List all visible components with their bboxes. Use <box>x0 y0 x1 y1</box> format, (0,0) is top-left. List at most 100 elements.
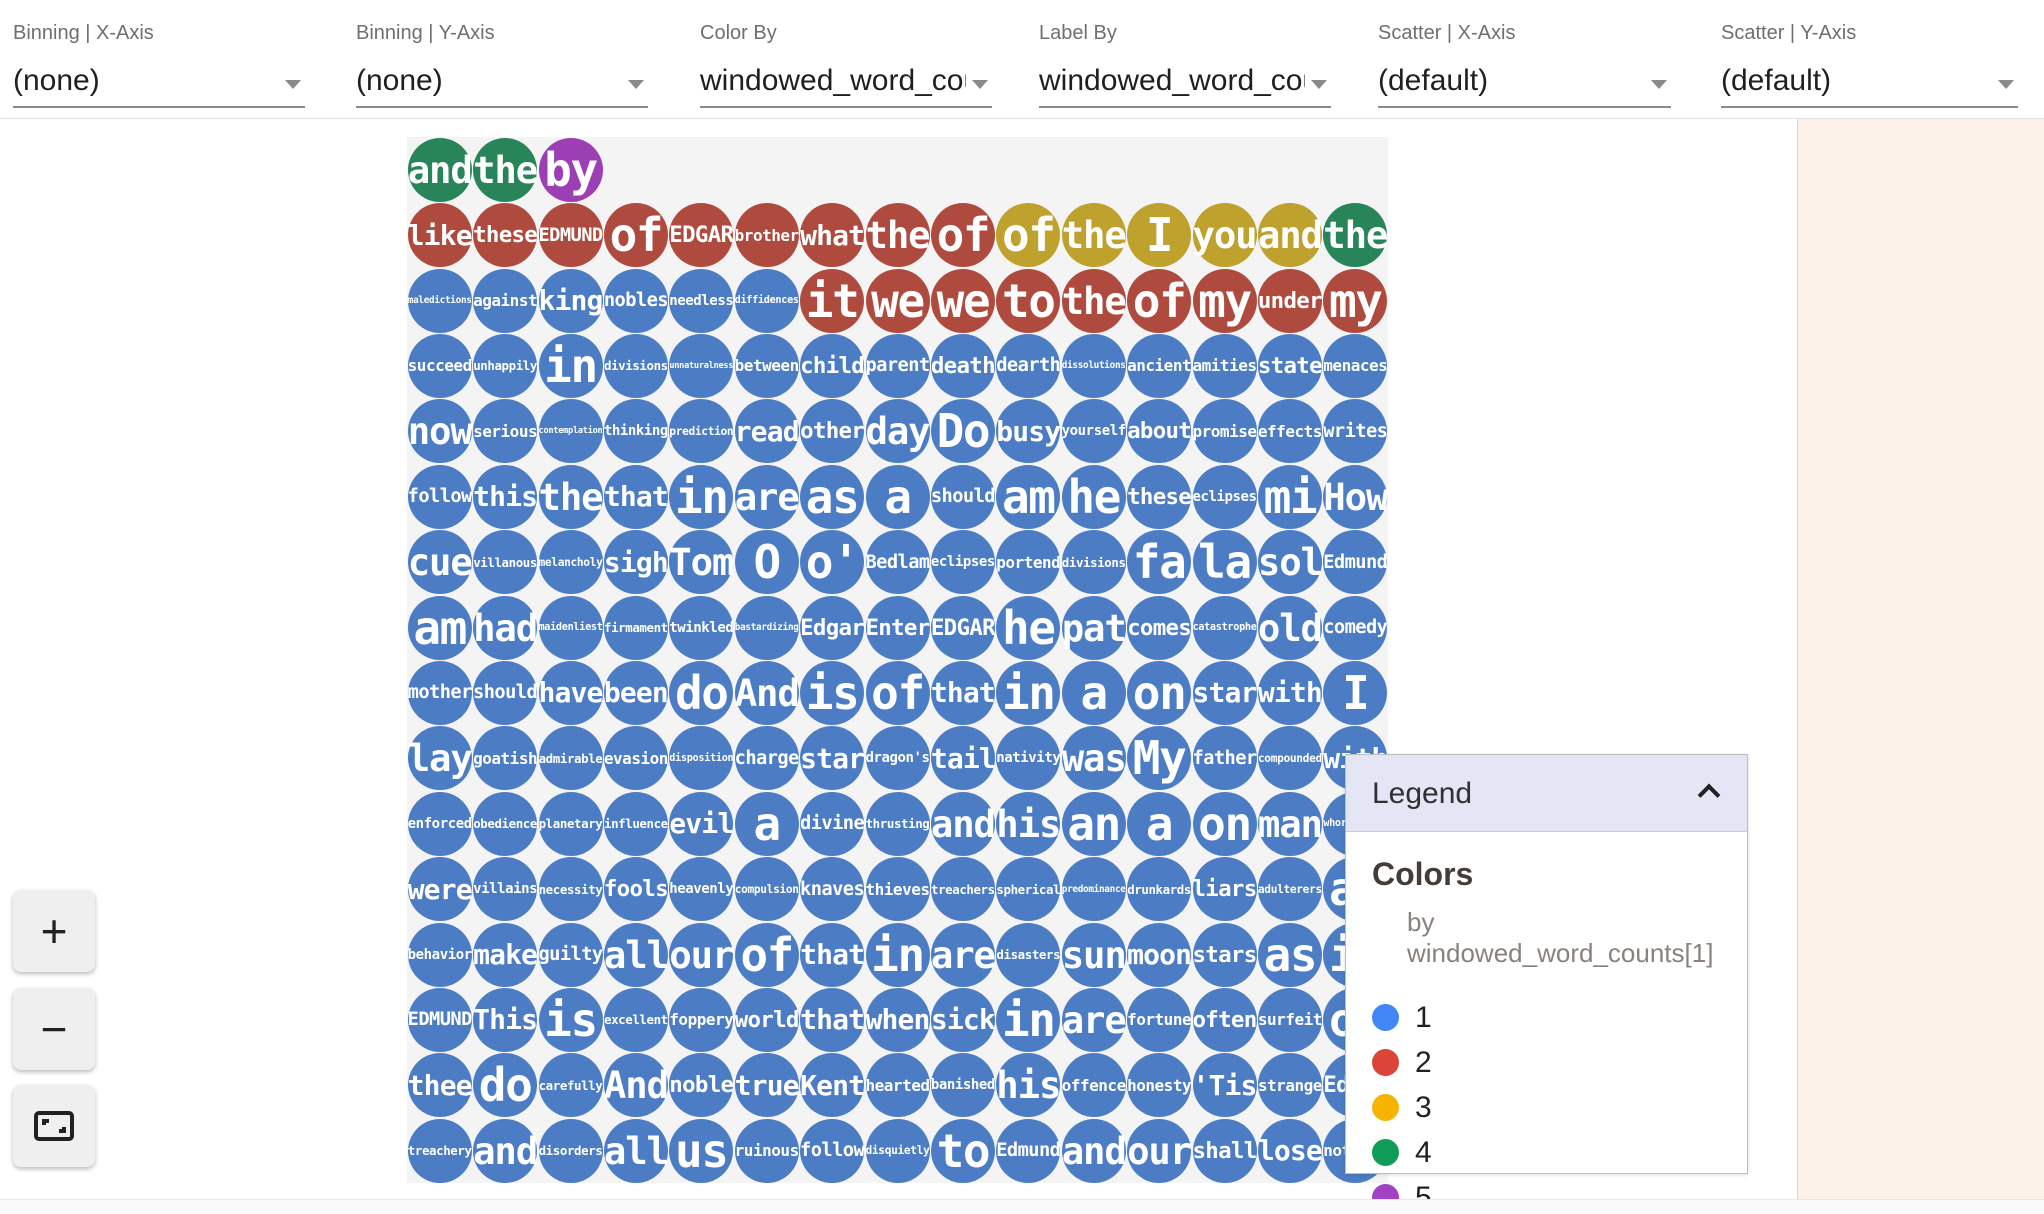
word-circle[interactable]: have <box>538 660 603 725</box>
word-circle[interactable]: sun <box>1061 922 1127 987</box>
word-circle[interactable]: comes <box>1127 595 1192 660</box>
word-circle[interactable]: charge <box>735 726 799 791</box>
word-circle[interactable]: knaves <box>800 857 865 922</box>
word-circle[interactable]: noble <box>669 1053 734 1118</box>
word-circle[interactable]: prediction <box>669 399 734 464</box>
word-circle[interactable]: on <box>1127 660 1192 725</box>
word-circle[interactable]: had <box>473 595 538 660</box>
word-circle[interactable]: am <box>996 464 1061 529</box>
word-circle[interactable]: diffidences <box>735 268 799 333</box>
word-circle[interactable]: of <box>734 922 799 987</box>
word-circle[interactable]: with <box>1258 660 1323 725</box>
word-circle[interactable]: This <box>473 987 538 1052</box>
word-circle[interactable]: thinking <box>604 399 668 464</box>
word-circle[interactable]: fortune <box>1127 987 1192 1052</box>
word-circle[interactable]: death <box>931 333 996 398</box>
word-circle[interactable]: drunkards <box>1127 857 1191 922</box>
word-circle[interactable]: eclipses <box>1192 464 1257 529</box>
word-circle[interactable]: the <box>538 464 604 529</box>
word-circle[interactable]: stars <box>1192 922 1257 987</box>
word-circle[interactable]: goatish <box>473 726 538 791</box>
word-circle[interactable]: he <box>1061 464 1126 529</box>
word-circle[interactable]: this <box>473 464 538 529</box>
word-circle[interactable]: firmament <box>603 595 668 660</box>
word-circle[interactable]: my <box>1323 268 1388 333</box>
word-circle[interactable]: like <box>408 203 473 268</box>
word-circle[interactable]: are <box>734 464 800 529</box>
word-circle[interactable]: influence <box>603 791 668 856</box>
word-circle[interactable]: that <box>604 464 669 529</box>
word-circle[interactable]: adulterers <box>1257 857 1322 922</box>
word-circle[interactable]: on <box>1192 791 1257 856</box>
word-circle[interactable]: Edmund <box>996 1118 1061 1183</box>
word-circle[interactable]: were <box>408 857 473 922</box>
word-circle[interactable]: is <box>538 987 603 1052</box>
word-circle[interactable]: our <box>1127 1118 1192 1183</box>
word-circle[interactable]: he <box>996 595 1061 660</box>
word-circle[interactable]: offence <box>1062 1053 1126 1118</box>
word-circle[interactable]: was <box>1061 726 1127 791</box>
word-circle[interactable]: divisions <box>603 333 668 398</box>
word-circle[interactable]: writes <box>1323 399 1388 464</box>
word-circle[interactable]: unhappily <box>473 333 537 398</box>
word-circle[interactable]: bastardizing <box>734 595 799 660</box>
word-circle[interactable]: true <box>735 1053 800 1118</box>
word-circle[interactable]: an <box>1061 791 1126 856</box>
word-circle[interactable]: busy <box>996 399 1061 464</box>
word-circle[interactable]: Tom <box>669 530 734 595</box>
word-circle[interactable]: surfeit <box>1258 987 1322 1052</box>
word-circle[interactable]: portend <box>996 530 1061 595</box>
word-circle[interactable]: all <box>603 922 669 987</box>
word-circle[interactable]: And <box>603 1053 669 1118</box>
word-circle[interactable]: shall <box>1192 1118 1257 1183</box>
word-circle[interactable]: is <box>800 660 865 725</box>
word-circle[interactable]: sigh <box>604 530 669 595</box>
word-circle[interactable]: yourself <box>1062 399 1126 464</box>
word-circle[interactable]: dearth <box>996 333 1061 398</box>
word-circle[interactable]: evil <box>669 791 734 856</box>
word-circle[interactable]: compulsion <box>734 857 799 922</box>
word-circle[interactable]: make <box>473 922 538 987</box>
word-circle[interactable]: us <box>669 1118 734 1183</box>
word-circle[interactable]: often <box>1192 987 1257 1052</box>
word-circle[interactable]: divisions <box>1061 530 1126 595</box>
word-circle[interactable]: of <box>1127 268 1192 333</box>
word-circle[interactable]: strange <box>1258 1053 1322 1118</box>
word-circle[interactable]: planetary <box>538 791 603 856</box>
word-circle[interactable]: state <box>1258 333 1323 398</box>
word-circle[interactable]: these <box>473 203 538 268</box>
color-by-select[interactable]: Color By windowed_word_counts[1] <box>700 0 992 110</box>
word-circle[interactable]: do <box>473 1053 538 1118</box>
word-circle[interactable]: pat <box>1061 595 1127 660</box>
word-circle[interactable]: necessity <box>538 857 603 922</box>
word-circle[interactable]: dissolutions <box>1061 333 1126 398</box>
word-circle[interactable]: treachery <box>407 1118 472 1183</box>
word-circle[interactable]: to <box>996 268 1061 333</box>
word-circle[interactable]: nativity <box>996 726 1061 791</box>
legend-header[interactable]: Legend <box>1346 755 1747 832</box>
word-circle[interactable]: these <box>1127 464 1192 529</box>
word-circle[interactable]: How <box>1323 464 1388 529</box>
word-circle[interactable]: ancient <box>1127 333 1192 398</box>
word-circle[interactable]: maidenliest <box>538 595 603 660</box>
word-circle[interactable]: star <box>800 726 865 791</box>
word-circle[interactable]: to <box>930 1118 995 1183</box>
word-circle[interactable]: a <box>1061 660 1126 725</box>
word-circle[interactable]: eclipses <box>931 530 995 595</box>
word-circle[interactable]: follow <box>408 464 472 529</box>
word-circle[interactable]: EDMUND <box>538 203 603 268</box>
word-circle[interactable]: excellent <box>603 987 668 1052</box>
word-circle[interactable]: that <box>800 987 865 1052</box>
word-circle[interactable]: of <box>603 203 668 268</box>
word-circle[interactable]: moon <box>1127 922 1192 987</box>
word-circle[interactable]: read <box>735 399 800 464</box>
word-circle[interactable]: and <box>1257 203 1323 268</box>
word-circle[interactable]: parent <box>865 333 930 398</box>
word-circle[interactable]: nobles <box>604 268 669 333</box>
word-circle[interactable]: are <box>1061 987 1127 1052</box>
word-circle[interactable]: villanous <box>473 530 537 595</box>
word-circle[interactable]: in <box>538 333 603 398</box>
word-circle[interactable]: sick <box>931 987 996 1052</box>
word-circle[interactable]: it <box>800 268 865 333</box>
word-circle[interactable]: Enter <box>865 595 930 660</box>
